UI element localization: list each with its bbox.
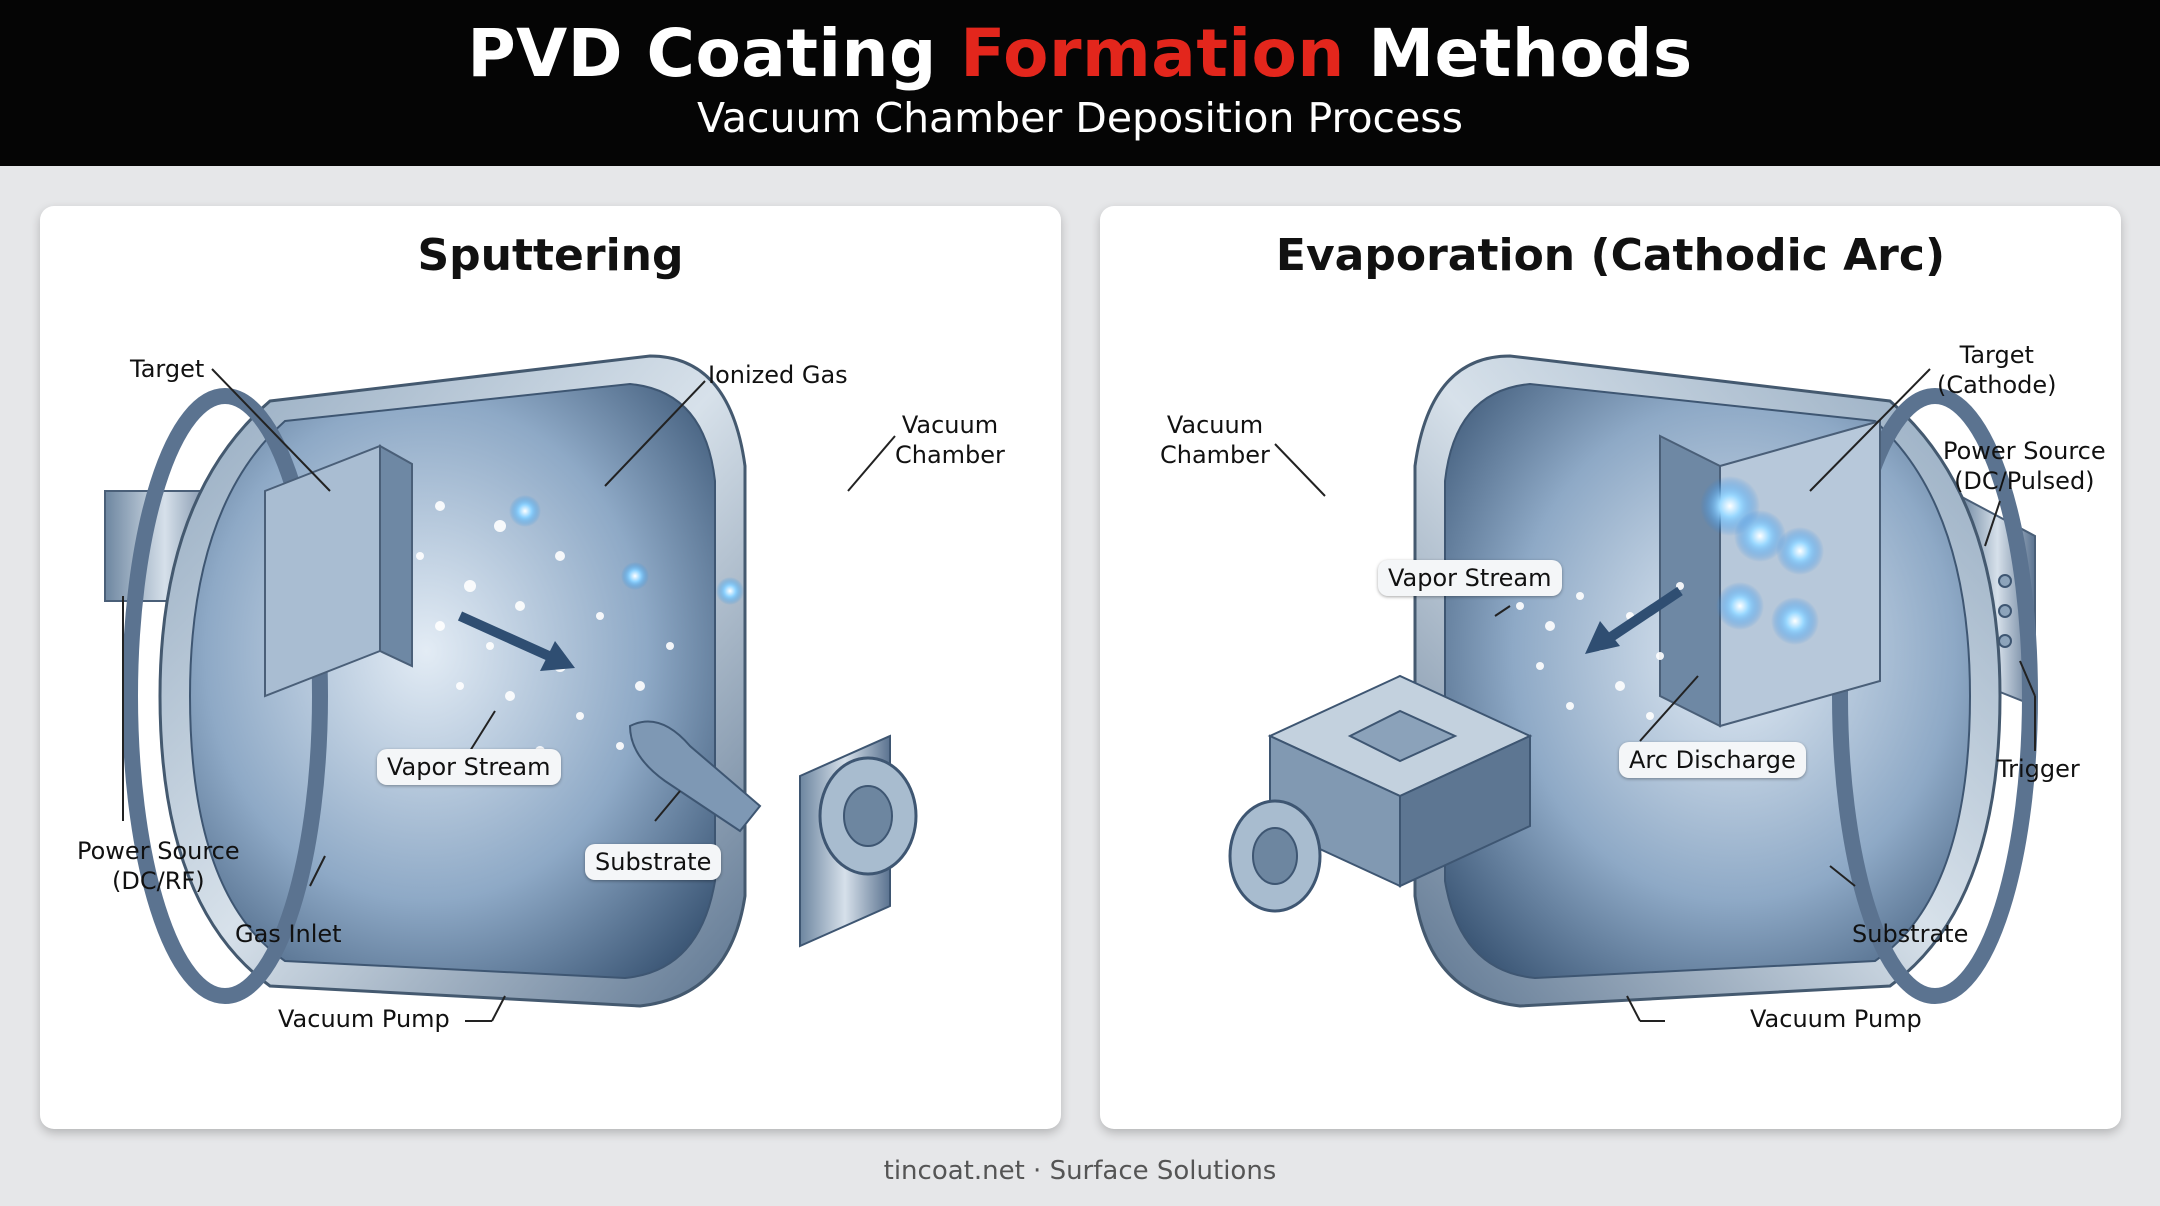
title-text-2: Methods (1344, 15, 1693, 92)
vapor-stream-label: Vapor Stream (1378, 560, 1562, 596)
leader-lines (122, 368, 896, 1022)
vapor-direction-arrow (457, 611, 563, 666)
title-text-1: PVD Coating (467, 15, 961, 92)
target-label: Target (130, 355, 205, 383)
sputtering-title: Sputtering (417, 230, 684, 281)
chamber-rim (1832, 388, 2038, 1004)
page-subtitle: Vacuum Chamber Deposition Process (696, 94, 1464, 142)
power-knob (1998, 574, 2012, 588)
trigger-label: Trigger (1997, 755, 2080, 783)
vapor-direction-arrow (1602, 586, 1683, 646)
power-source-label: Power Source (DC/RF) (77, 837, 240, 895)
substrate-drill (628, 720, 762, 833)
sputtering-panel: Sputtering Target Ionized Gas Vacuum Cha… (40, 206, 1061, 1129)
vacuum-chamber-label: Vacuum Chamber (895, 411, 1005, 469)
power-source-label: Power Source (DC/Pulsed) (1943, 437, 2106, 495)
evaporation-diagram (1228, 354, 2038, 1022)
gas-inlet-label: Gas Inlet (235, 920, 342, 948)
arc-discharge-label: Arc Discharge (1619, 742, 1806, 778)
substrate-label: Substrate (585, 844, 722, 880)
evaporation-panel: Evaporation (Cathodic Arc) Vacuum Chambe… (1100, 206, 2121, 1129)
trigger-knob (1998, 634, 2012, 648)
footer-credit: tincoat.net · Surface Solutions (883, 1156, 1277, 1186)
target-cathode-label: Target (Cathode) (1937, 341, 2057, 399)
vapor-stream-label: Vapor Stream (377, 749, 561, 785)
arc-discharge-spots (1700, 476, 1824, 645)
vacuum-chamber-label: Vacuum Chamber (1160, 411, 1270, 469)
header-banner: PVD Coating Formation Methods Vacuum Cha… (0, 0, 2160, 166)
evaporation-title: Evaporation (Cathodic Arc) (1275, 230, 1946, 281)
title-accent-text: Formation (960, 15, 1345, 92)
sputtering-diagram (104, 354, 918, 1022)
leader-lines (1274, 368, 2036, 1022)
page-title: PVD Coating Formation Methods (0, 14, 2160, 94)
ionized-gas-label: Ionized Gas (708, 361, 848, 389)
vacuum-pump-label: Vacuum Pump (1750, 1005, 1922, 1033)
vacuum-pump-label: Vacuum Pump (278, 1005, 450, 1033)
substrate-label: Substrate (1852, 920, 1969, 948)
chamber-rim (122, 388, 328, 1004)
